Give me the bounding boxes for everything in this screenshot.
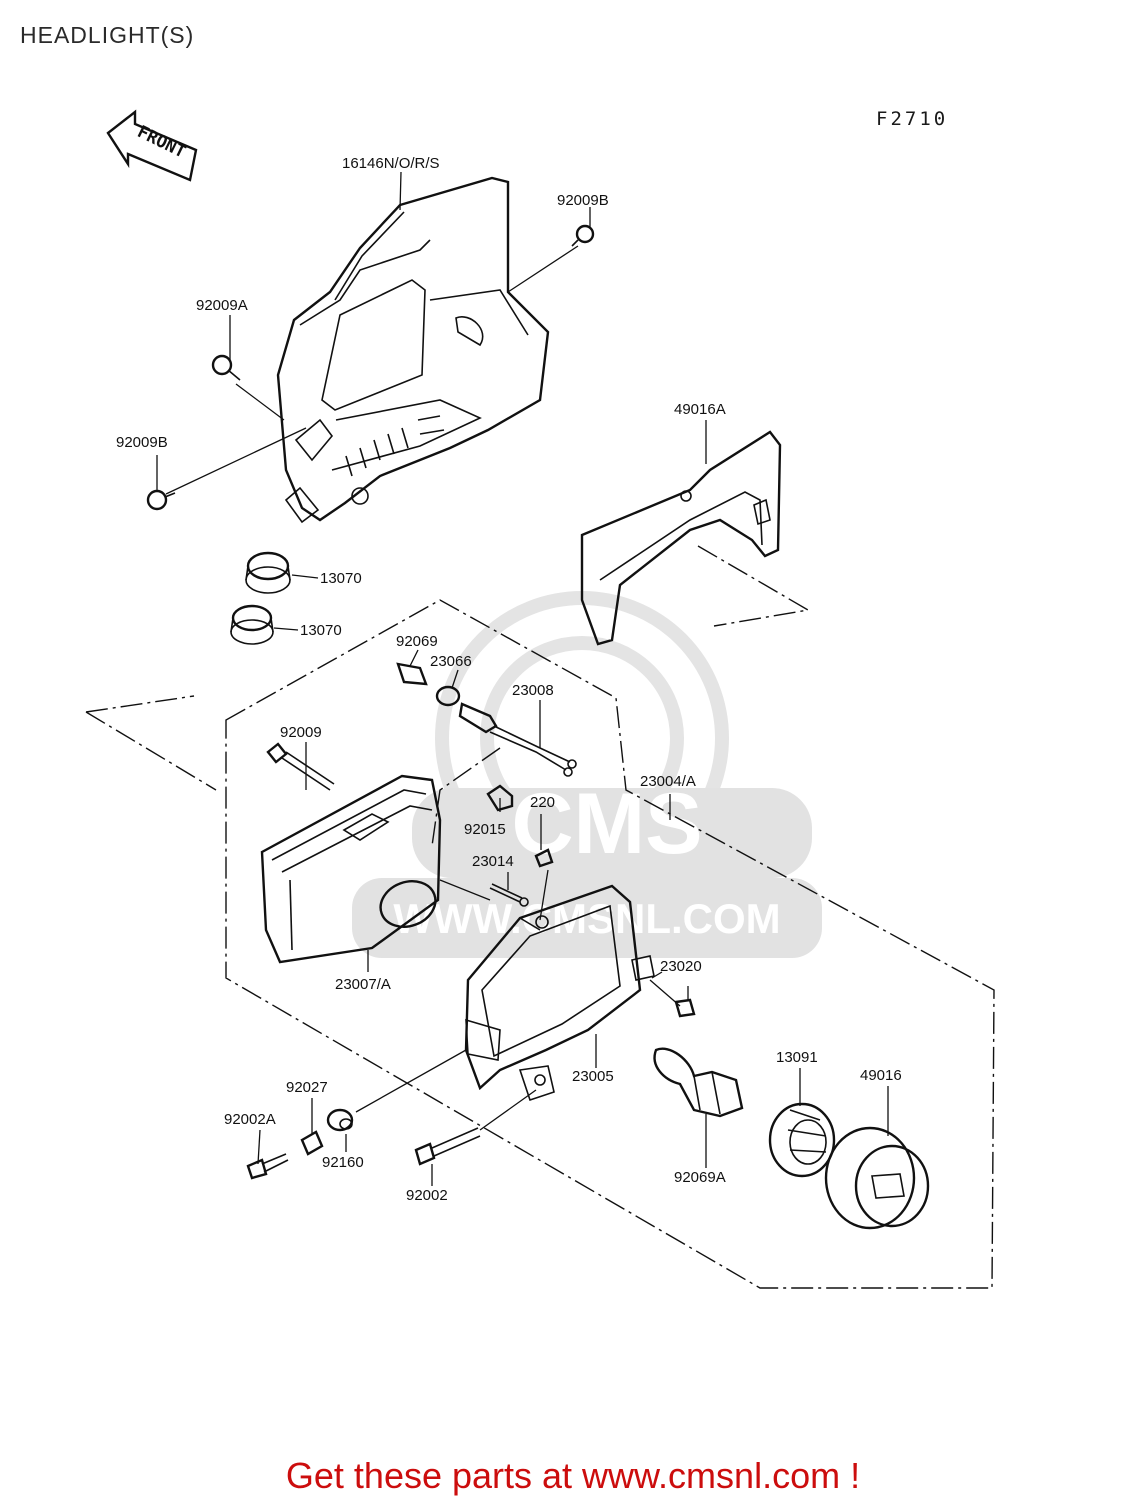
- part-label: 92009B: [557, 192, 609, 209]
- part-label: 23005: [572, 1068, 614, 1085]
- watermark-brand: CMS: [511, 776, 702, 872]
- grommet-92160: [326, 1108, 354, 1132]
- part-label: 92009: [280, 724, 322, 741]
- part-label: 49016: [860, 1067, 902, 1084]
- bulb-92069a: [653, 1047, 744, 1118]
- housing-23005: [464, 884, 655, 1102]
- part-label: 92027: [286, 1079, 328, 1096]
- part-label: 92002A: [224, 1111, 276, 1128]
- bracket-49016a: [580, 430, 782, 646]
- fastener-92009a: [211, 354, 241, 381]
- part-label: 23004/A: [640, 773, 696, 790]
- socket-92069: [396, 662, 428, 686]
- part-label: 49016A: [674, 401, 726, 418]
- wire-23008: [458, 702, 577, 777]
- socket-13091: [768, 1102, 836, 1178]
- part-label: 23014: [472, 853, 514, 870]
- screw-23014: [489, 883, 529, 907]
- part-label: 23007/A: [335, 976, 391, 993]
- collar-92027: [300, 1130, 324, 1156]
- part-label: 13070: [320, 570, 362, 587]
- headlight-cover: [276, 176, 550, 524]
- part-label: 92009A: [196, 297, 248, 314]
- front-arrow-label: FRONT: [134, 122, 189, 162]
- part-label: 16146N/O/R/S: [342, 155, 440, 172]
- bolt-92009: [266, 742, 335, 791]
- part-label: 220: [530, 794, 556, 811]
- part-label: 92015: [464, 821, 506, 838]
- part-label: 92160: [322, 1154, 364, 1171]
- assembly-frame: [85, 545, 995, 1289]
- screw-220: [534, 848, 554, 868]
- part-label: 23008: [512, 682, 554, 699]
- part-label: 92002: [406, 1187, 448, 1204]
- part-label: 92069A: [674, 1169, 726, 1186]
- cover-49016: [824, 1126, 930, 1230]
- lamp-unit-23007a: [260, 774, 442, 964]
- part-label: 13070: [300, 622, 342, 639]
- part-label: 23020: [660, 958, 702, 975]
- cmsnl-watermark: CMS WWW.CMSNL.COM: [352, 591, 822, 958]
- part-label: 92009B: [116, 434, 168, 451]
- part-label: 13091: [776, 1049, 818, 1066]
- part-label: 23066: [430, 653, 472, 670]
- get-parts-link[interactable]: Get these parts at www.cmsnl.com !: [285, 1455, 861, 1496]
- dust-seal-13070-lower: [230, 604, 274, 645]
- page-title: HEADLIGHT(S): [20, 22, 195, 48]
- part-label: 92069: [396, 633, 438, 650]
- fastener-92009b-top: [571, 224, 595, 247]
- clip-92015: [486, 784, 514, 812]
- watermark-site: WWW.CMSNL.COM: [393, 895, 780, 942]
- nut-23020: [674, 998, 696, 1018]
- bolt-92002a: [246, 1153, 289, 1180]
- grommet-23066: [435, 685, 461, 707]
- dust-seal-13070-upper: [245, 551, 291, 594]
- bolt-92002: [414, 1127, 481, 1166]
- fastener-92009b-left: [146, 489, 176, 511]
- leader-lines: [156, 171, 889, 1186]
- figure-code: F2710: [876, 108, 949, 130]
- front-arrow: FRONT: [106, 109, 198, 182]
